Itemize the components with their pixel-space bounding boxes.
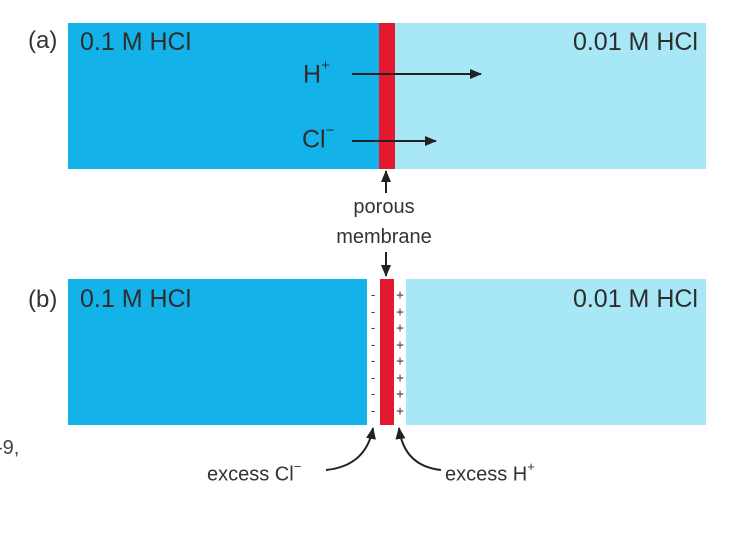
panel-b-concentrated-region (68, 279, 367, 425)
negative-charge: - (369, 403, 377, 419)
positive-charge: + (396, 387, 404, 402)
ion-h-label: H+ (303, 57, 330, 89)
panel-b-membrane (380, 279, 394, 425)
positive-charge: + (396, 403, 404, 419)
panel-a-membrane (379, 23, 395, 169)
membrane-caption-line2: membrane (336, 226, 432, 248)
negative-charge: - (369, 304, 377, 320)
ion-cl-label: Cl− (302, 122, 335, 154)
positive-charge: + (396, 288, 404, 303)
panel-a-dilute-region (394, 23, 706, 169)
positive-charge: + (396, 370, 404, 386)
negative-charge: - (369, 337, 377, 353)
negative-charge: - (369, 387, 377, 402)
panel-a-concentrated-region (68, 23, 380, 169)
negative-charge: - (369, 321, 377, 336)
panel-b-label: (b) (28, 286, 58, 313)
excess-h-label: excess H+ (445, 459, 535, 486)
panel-b-dilute-region (406, 279, 706, 425)
negative-charge: - (369, 288, 377, 303)
excess-cl-label: excess Cl− (207, 459, 302, 486)
panel-b-left-concentration: 0.1 M HCl (80, 285, 192, 313)
excess-h-arrow (395, 427, 442, 471)
panel-a-left-concentration: 0.1 M HCl (80, 28, 192, 56)
positive-charge: + (396, 304, 404, 320)
negative-charge: - (369, 354, 377, 369)
panel-b-right-concentration: 0.01 M HCl (572, 285, 698, 313)
membrane-caption: porous membrane (294, 192, 474, 252)
positive-charge: + (396, 321, 404, 336)
positive-charge: + (396, 337, 404, 353)
cropped-edge-text: -9, (0, 437, 20, 459)
negative-charge: - (369, 370, 377, 386)
excess-cl-arrow (325, 427, 376, 471)
panel-a-label: (a) (28, 27, 58, 54)
panel-a-right-concentration: 0.01 M HCl (572, 28, 698, 56)
membrane-caption-line1: porous (353, 196, 415, 218)
positive-charge: + (396, 354, 404, 369)
